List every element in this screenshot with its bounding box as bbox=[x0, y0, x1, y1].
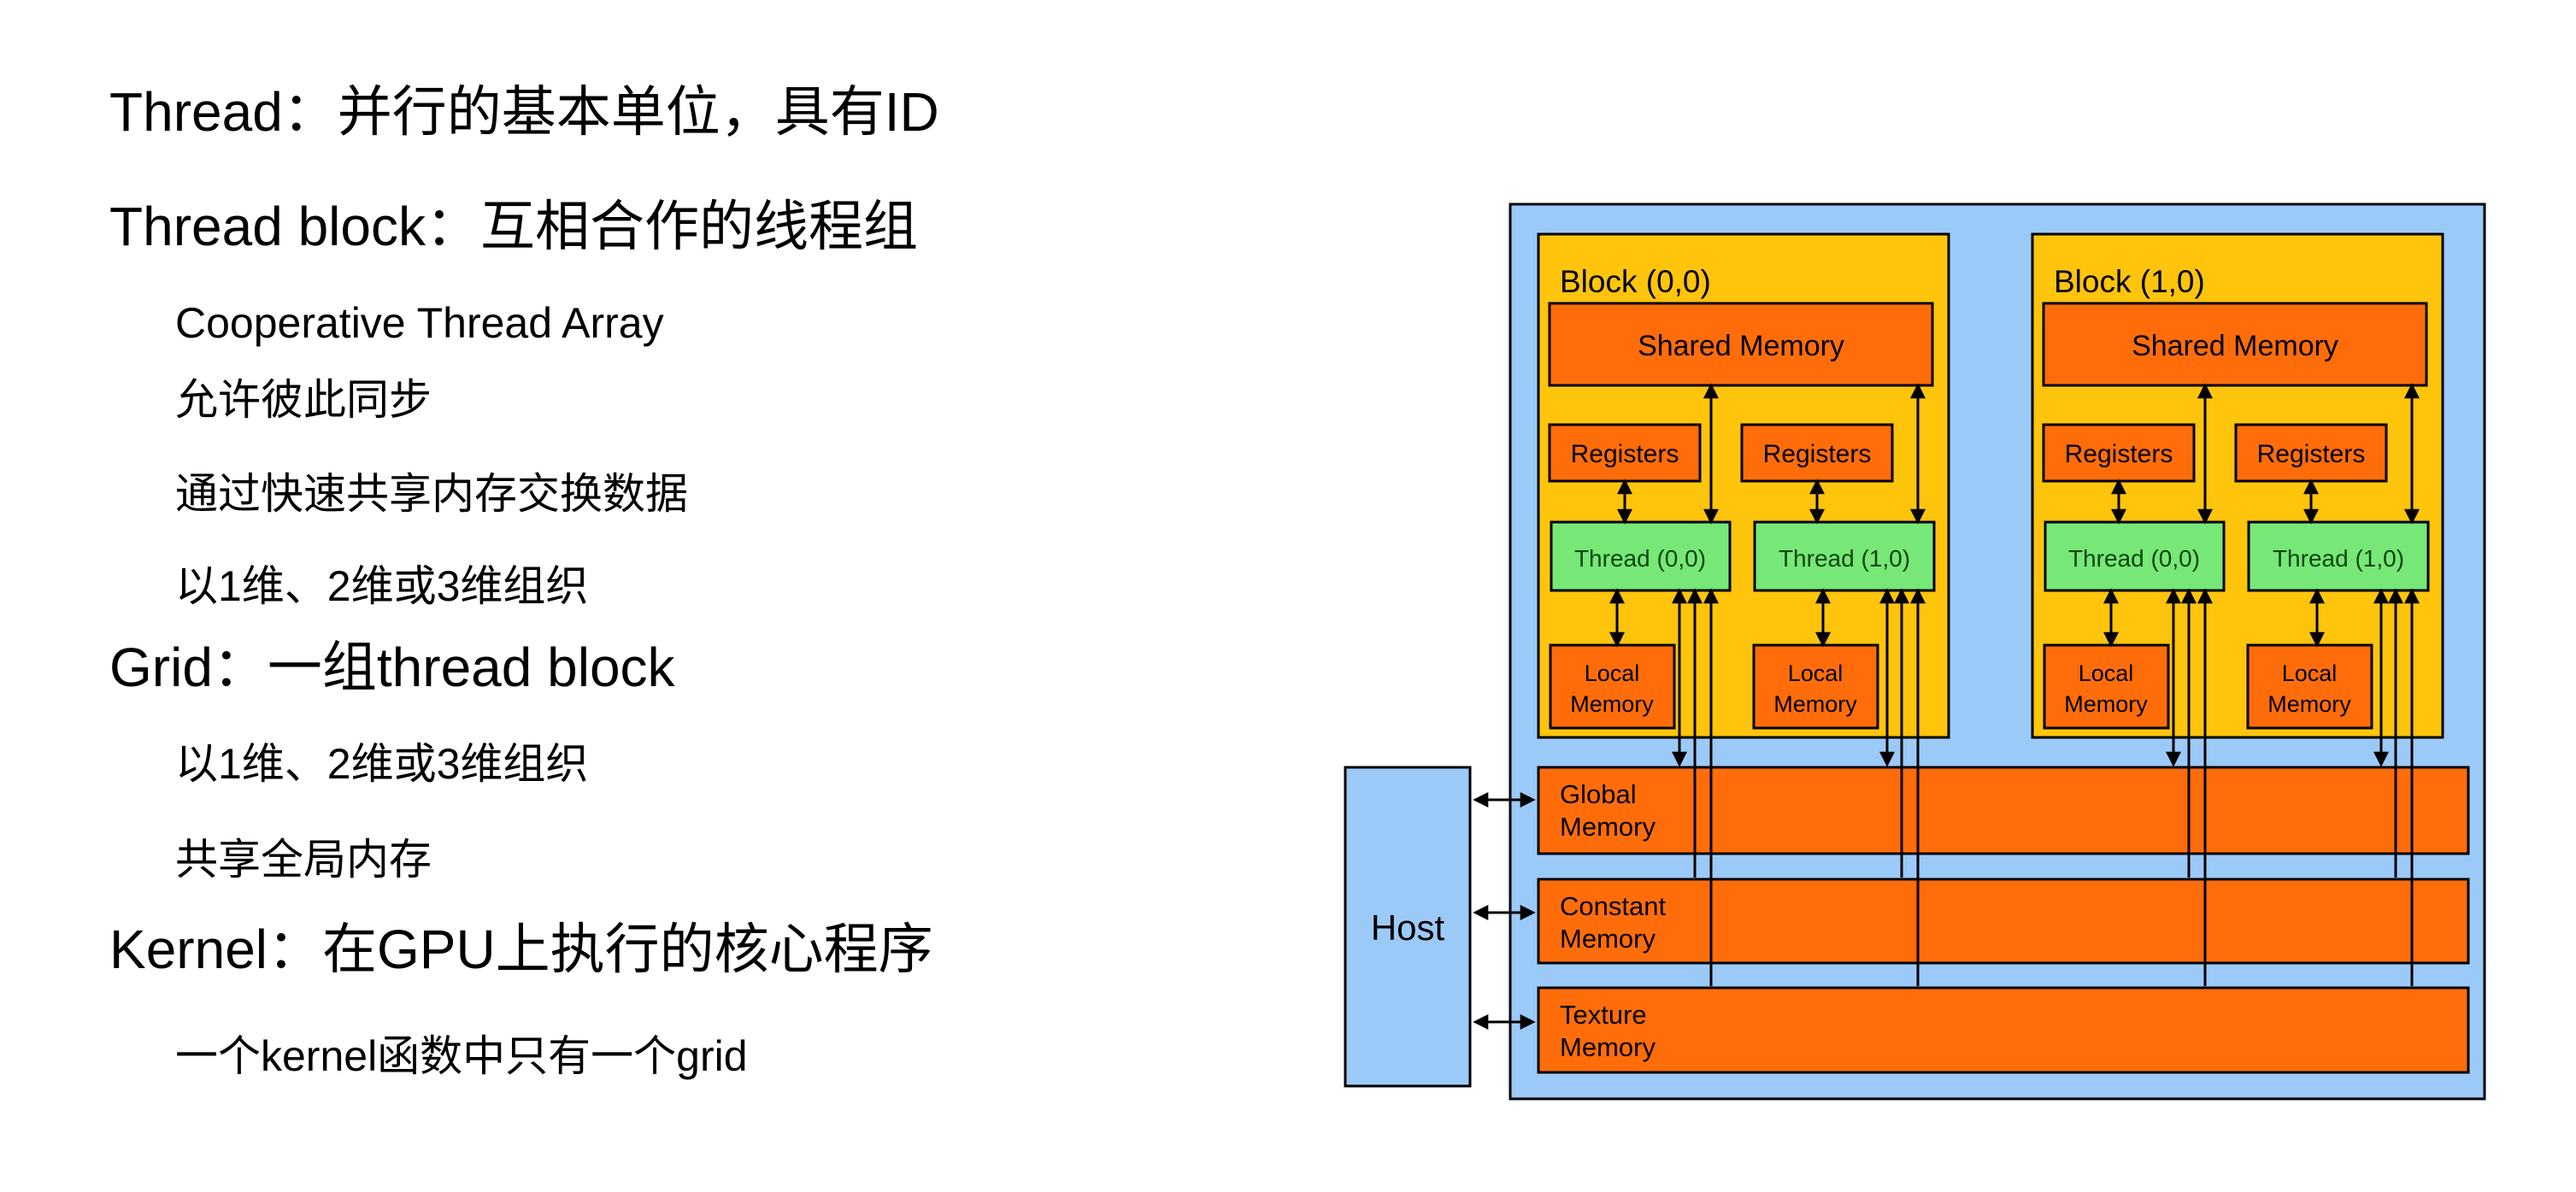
constant-memory-band bbox=[1537, 878, 2470, 965]
texture-memory-label-line2: Memory bbox=[1560, 1032, 1656, 1062]
block-1-thread-0 bbox=[2044, 520, 2226, 592]
thread-memory-lines bbox=[1672, 588, 2420, 986]
global-memory-label-line2: Memory bbox=[1560, 812, 1656, 842]
block-1-local-0-label-line2: Memory bbox=[2064, 691, 2148, 717]
host-box bbox=[1344, 766, 1472, 1088]
block-0-local-0-label-line1: Local bbox=[1585, 661, 1640, 686]
global-memory-band bbox=[1537, 766, 2470, 855]
block-0-registers-1-label: Registers bbox=[1763, 440, 1872, 468]
block-1-registers-1 bbox=[2234, 423, 2388, 483]
block-0-local-1-label-line2: Memory bbox=[1773, 691, 1857, 717]
block-1-local-1-label-line1: Local bbox=[2282, 661, 2338, 686]
global-memory-label-line1: Global bbox=[1560, 779, 1637, 809]
bullet-cta: Cooperative Thread Array bbox=[175, 299, 664, 347]
block-1-thread-1-label: Thread (1,0) bbox=[2273, 545, 2404, 572]
block-0-registers-1 bbox=[1740, 423, 1894, 483]
block-1-shared-memory bbox=[2042, 302, 2428, 387]
block-0-local-1-label-line1: Local bbox=[1788, 661, 1844, 686]
bullet-grid: Grid：一组thread block bbox=[109, 637, 675, 698]
block-1-shared-memory-label: Shared Memory bbox=[2132, 330, 2338, 362]
bullet-thread-block: Thread block：互相合作的线程组 bbox=[109, 196, 918, 257]
block-1-thread-1 bbox=[2247, 520, 2430, 592]
bullet-global-share: 共享全局内存 bbox=[175, 836, 432, 884]
bullet-kernel-grid: 一个kernel函数中只有一个grid bbox=[175, 1032, 748, 1080]
bullet-sync: 允许彼此同步 bbox=[175, 376, 432, 424]
cuda-memory-diagram: Global Memory Constant Memory Texture Me… bbox=[1344, 203, 2486, 1101]
block-1-title: Block (1,0) bbox=[2054, 264, 2205, 299]
constant-memory-label-line1: Constant bbox=[1560, 891, 1666, 921]
texture-memory-band bbox=[1537, 986, 2470, 1074]
block-1-local-memory-0 bbox=[2043, 643, 2170, 730]
block-1-registers-0-label: Registers bbox=[2065, 440, 2173, 468]
block-0-shared-memory-label: Shared Memory bbox=[1638, 330, 1844, 362]
block-0-local-0-label-line2: Memory bbox=[1570, 691, 1654, 717]
bullet-kernel: Kernel：在GPU上执行的核心程序 bbox=[109, 919, 933, 980]
block-0-thread-1 bbox=[1753, 520, 1936, 592]
bullet-dims-block: 以1维、2维或3维组织 bbox=[175, 562, 589, 610]
bullet-dims-grid: 以1维、2维或3维组织 bbox=[175, 740, 589, 788]
bullet-shared-exchange: 通过快速共享内存交换数据 bbox=[175, 470, 688, 518]
block-1-local-1-label-line2: Memory bbox=[2267, 691, 2351, 717]
block-1-thread-0-label: Thread (0,0) bbox=[2068, 545, 2200, 572]
bullet-thread: Thread：并行的基本单位，具有ID bbox=[109, 81, 939, 143]
block-1-local-memory-1 bbox=[2246, 643, 2373, 730]
texture-memory-label-line1: Texture bbox=[1560, 1000, 1647, 1030]
block-0-local-memory-1 bbox=[1752, 643, 1879, 730]
block-0-title: Block (0,0) bbox=[1560, 264, 1711, 299]
block-0-local-memory-0 bbox=[1549, 643, 1676, 730]
block-0-thread-0-label: Thread (0,0) bbox=[1574, 545, 1706, 572]
block-0-thread-1-label: Thread (1,0) bbox=[1779, 545, 1910, 572]
block-0-registers-0-label: Registers bbox=[1571, 440, 1679, 468]
host-label: Host bbox=[1371, 907, 1445, 948]
block-0-shared-memory bbox=[1548, 302, 1934, 387]
block-1-registers-1-label: Registers bbox=[2257, 440, 2366, 468]
constant-memory-label-line2: Memory bbox=[1560, 924, 1656, 954]
block-1-local-0-label-line1: Local bbox=[2079, 661, 2134, 686]
block-0-thread-0 bbox=[1550, 520, 1732, 592]
